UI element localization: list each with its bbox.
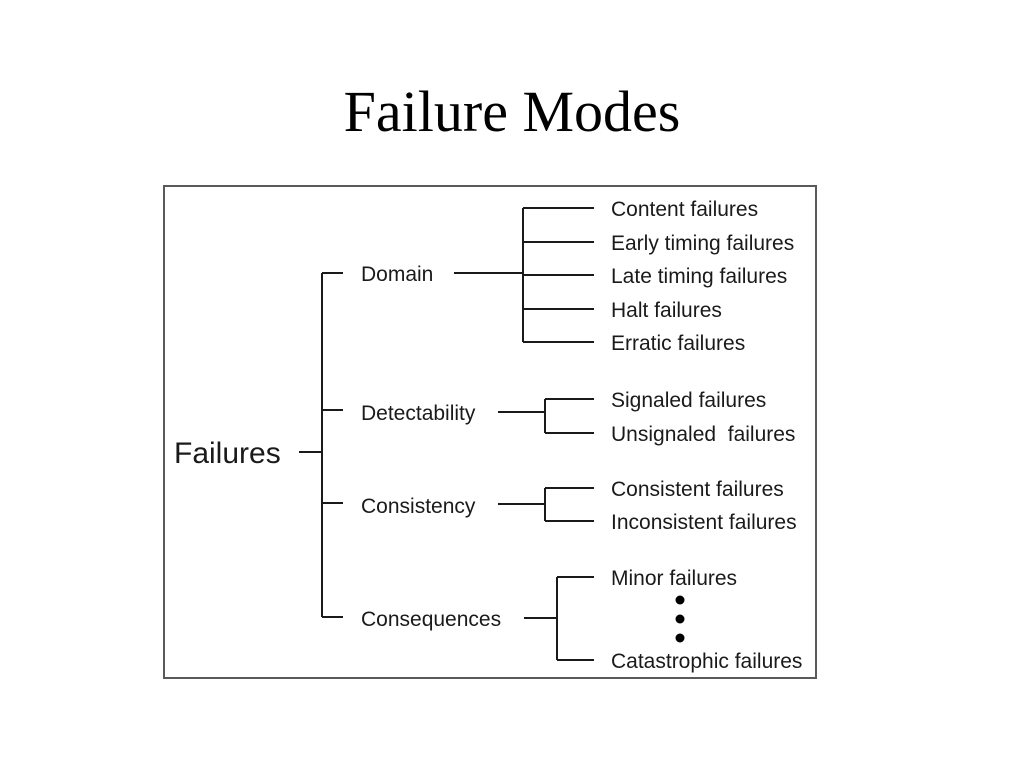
leaf-unsignaled-failures: Unsignaled failures (611, 423, 795, 446)
leaf-content-failures: Content failures (611, 198, 758, 221)
category-detectability-label: Detectability (361, 402, 476, 425)
category-consequences-label: Consequences (361, 608, 501, 631)
leaf-signaled-failures: Signaled failures (611, 389, 766, 412)
ellipsis-dot-2 (675, 614, 685, 624)
tree-connectors (299, 207, 594, 661)
ellipsis-dots (675, 595, 685, 643)
ellipsis-dot-1 (675, 595, 685, 605)
category-consistency-label: Consistency (361, 495, 476, 518)
leaf-catastrophic-failures: Catastrophic failures (611, 650, 802, 673)
category-domain-label: Domain (361, 263, 433, 286)
leaf-halt-failures: Halt failures (611, 299, 722, 322)
leaf-inconsistent-failures: Inconsistent failures (611, 511, 797, 534)
leaf-late-timing-failures: Late timing failures (611, 265, 787, 288)
ellipsis-dot-3 (675, 633, 685, 643)
leaf-consistent-failures: Consistent failures (611, 478, 784, 501)
slide-title: Failure Modes (343, 79, 681, 144)
taxonomy-tree: Failures Domain Detectability Consistenc… (174, 198, 802, 673)
leaf-erratic-failures: Erratic failures (611, 332, 745, 355)
failure-modes-diagram: Failures Domain Detectability Consistenc… (163, 185, 817, 679)
leaf-minor-failures: Minor failures (611, 567, 737, 590)
leaf-early-timing-failures: Early timing failures (611, 232, 794, 255)
root-node-label: Failures (174, 437, 281, 470)
